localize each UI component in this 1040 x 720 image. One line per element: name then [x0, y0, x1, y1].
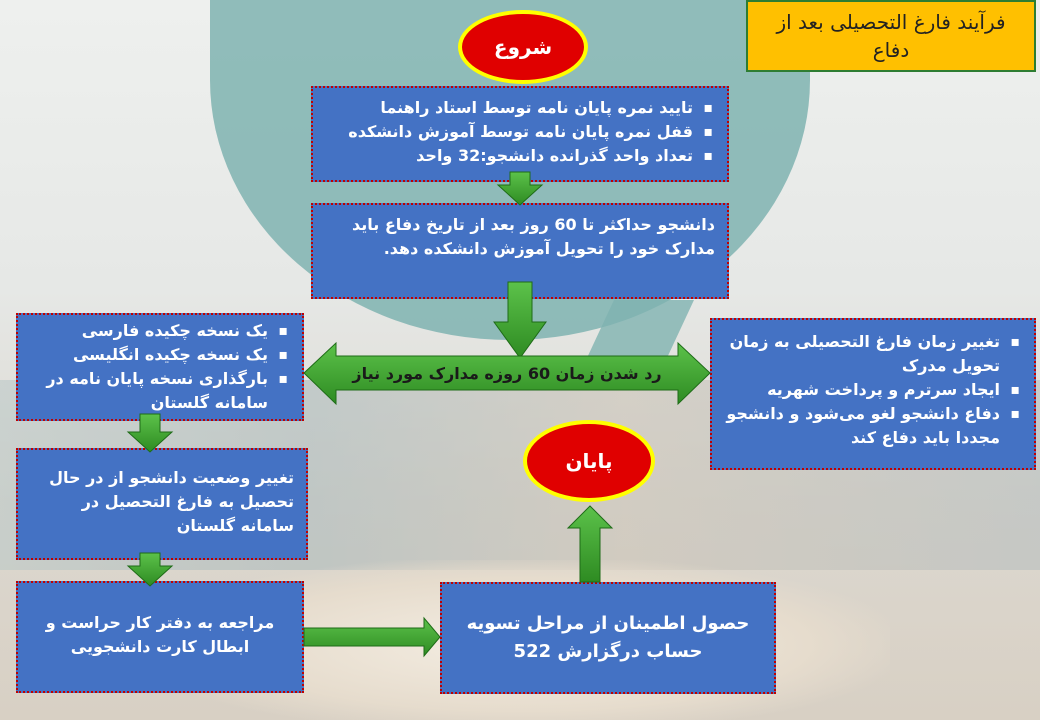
approval-item: تایید نمره پایان نامه توسط استاد راهنما — [325, 96, 713, 120]
documents-box: یک نسخه چکیده فارسی یک نسخه چکیده انگلیس… — [16, 313, 304, 421]
deadline-text: دانشجو حداکثر تا 60 روز بعد از تاریخ دفا… — [351, 215, 715, 258]
diagram-title: فرآیند فارغ التحصیلی بعد از دفاع — [746, 0, 1036, 72]
status-change-text: تغییر وضعیت دانشجو از در حال تحصیل به فا… — [49, 468, 294, 535]
status-change-box: تغییر وضعیت دانشجو از در حال تحصیل به فا… — [16, 448, 308, 560]
settlement-box: حصول اطمینان از مراحل تسویه حساب درگزارش… — [440, 582, 776, 694]
document-item: یک نسخه چکیده فارسی — [30, 319, 288, 343]
consequence-item: ایجاد سرترم و پرداخت شهریه — [724, 378, 1020, 402]
double-headed-arrow — [303, 341, 711, 406]
start-oval: شروع — [458, 10, 588, 84]
horizontal-arrow-label: رد شدن زمان 60 روزه مدارک مورد نیاز — [351, 364, 661, 383]
down-arrow-1 — [496, 171, 544, 206]
approval-item: تعداد واحد گذرانده دانشجو:32 واحد — [325, 144, 713, 168]
document-item: بارگذاری نسخه پایان نامه در سامانه گلستا… — [30, 367, 288, 415]
right-arrow — [303, 616, 441, 658]
consequence-item: تغییر زمان فارغ التحصیلی به زمان تحویل م… — [724, 330, 1020, 378]
security-office-box: مراجعه به دفتر کار حراست و ابطال کارت دا… — [16, 581, 304, 693]
security-office-text: مراجعه به دفتر کار حراست و ابطال کارت دا… — [45, 613, 275, 656]
end-oval: پایان — [523, 420, 655, 502]
approval-item: قفل نمره پایان نامه توسط آموزش دانشکده — [325, 120, 713, 144]
consequences-box: تغییر زمان فارغ التحصیلی به زمان تحویل م… — [710, 318, 1036, 470]
end-label: پایان — [565, 449, 613, 473]
document-item: یک نسخه چکیده انگلیسی — [30, 343, 288, 367]
start-label: شروع — [493, 35, 553, 59]
down-arrow-2 — [493, 281, 547, 359]
up-arrow — [566, 505, 614, 583]
down-arrow-3 — [126, 413, 174, 453]
consequence-item: دفاع دانشجو لغو می‌شود و دانشجو مجددا با… — [724, 402, 1020, 450]
settlement-text: حصول اطمینان از مراحل تسویه حساب درگزارش… — [466, 613, 750, 662]
down-arrow-4 — [126, 552, 174, 587]
